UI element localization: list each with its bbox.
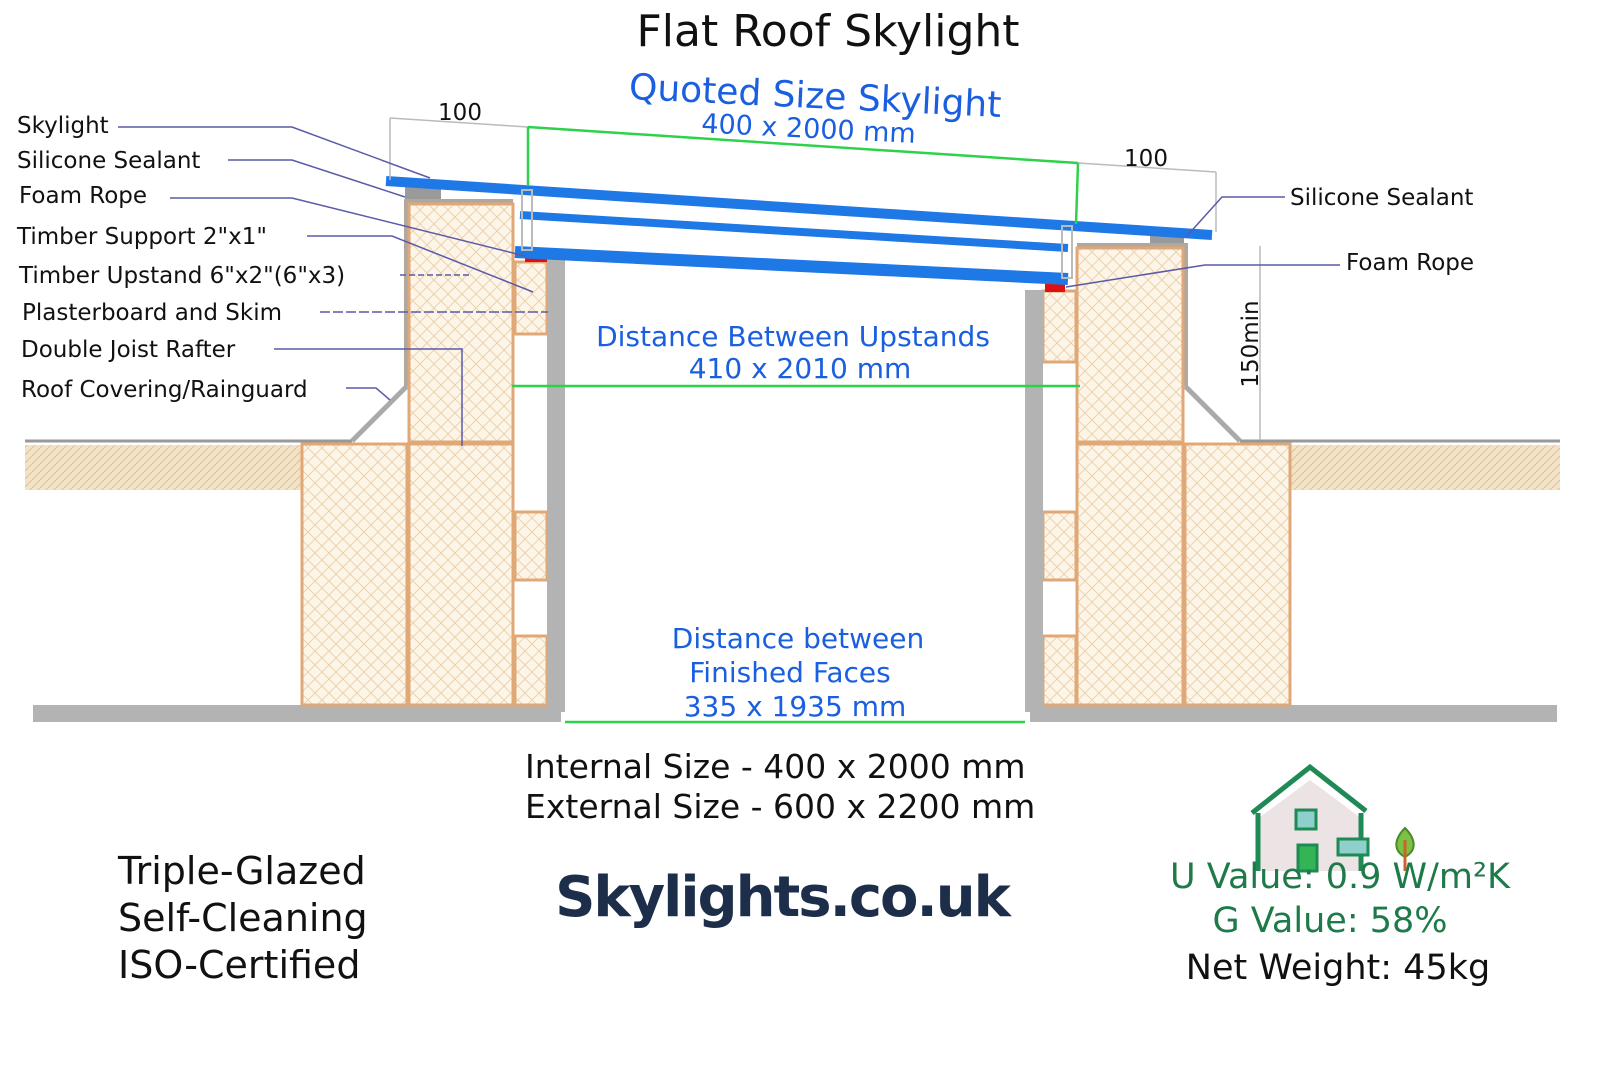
dim-right-100: 100 [1124, 146, 1168, 172]
label-plasterboard: Plasterboard and Skim [22, 300, 282, 326]
faces-label-1: Distance between [672, 622, 924, 655]
net-weight: Net Weight: 45kg [1186, 948, 1490, 988]
label-skylight: Skylight [17, 113, 109, 139]
foam-rope-right [1045, 283, 1065, 292]
dim-left-100: 100 [438, 100, 482, 126]
skylight-glazing [385, 176, 1213, 285]
feature-triple-glazed: Triple-Glazed [117, 849, 366, 893]
dimension-lines [389, 117, 1261, 724]
brand-logo: Skylights.co.uk [555, 865, 1013, 930]
diagram-title: Flat Roof Skylight [636, 6, 1019, 57]
eco-house-icon [1250, 763, 1415, 873]
feature-iso-certified: ISO-Certified [118, 943, 360, 987]
label-timber-support: Timber Support 2"x1" [16, 224, 267, 250]
label-timber-upstand: Timber Upstand 6"x2"(6"x3) [18, 263, 345, 289]
plasterboard-left [547, 258, 565, 712]
u-value: U Value: 0.9 W/m²K [1170, 857, 1511, 897]
roof-surface [25, 384, 1560, 722]
label-double-joist: Double Joist Rafter [21, 337, 236, 363]
label-roof-covering: Roof Covering/Rainguard [21, 377, 308, 403]
feature-self-cleaning: Self-Cleaning [118, 896, 368, 940]
label-silicone-sealant: Silicone Sealant [17, 148, 200, 174]
left-callouts: Skylight Silicone Sealant Foam Rope Timb… [16, 113, 548, 446]
faces-size: 335 x 1935 mm [684, 690, 907, 723]
label-foam-rope: Foam Rope [19, 183, 147, 209]
label-foam-rope-right: Foam Rope [1346, 250, 1474, 276]
left-upstand [300, 186, 565, 712]
plasterboard-right [1025, 290, 1043, 712]
label-silicone-sealant-right: Silicone Sealant [1290, 185, 1473, 211]
internal-size: Internal Size - 400 x 2000 mm [525, 747, 1026, 786]
dim-150min: 150min [1238, 300, 1264, 387]
faces-label-2: Finished Faces [689, 656, 891, 689]
g-value: G Value: 58% [1212, 901, 1447, 941]
upstands-label: Distance Between Upstands [596, 320, 990, 353]
external-size: External Size - 600 x 2200 mm [525, 787, 1035, 826]
right-callouts: Silicone Sealant Foam Rope [1065, 185, 1474, 288]
right-upstand [1025, 236, 1292, 712]
upstands-size: 410 x 2010 mm [689, 352, 912, 385]
